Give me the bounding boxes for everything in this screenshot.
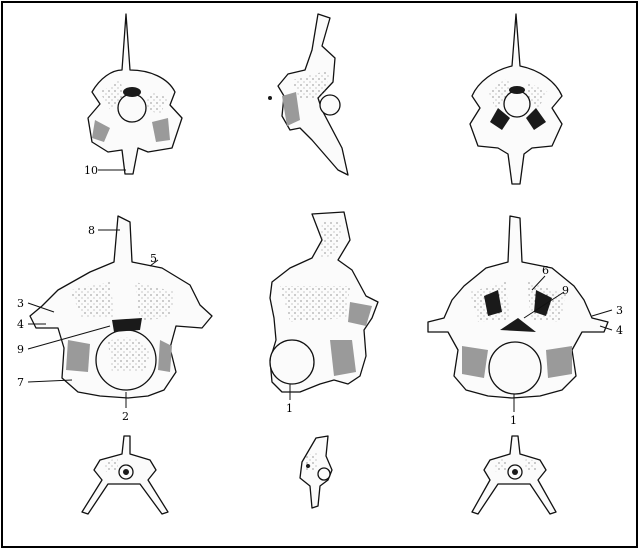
label-5: 5 xyxy=(150,252,157,265)
vertebra-bottom-middle xyxy=(300,436,332,508)
label-3-left: 3 xyxy=(17,297,24,310)
label-4-right: 4 xyxy=(616,324,623,337)
label-1-middle: 1 xyxy=(286,402,293,415)
vertebra-top-left xyxy=(88,14,182,174)
vertebra-top-middle xyxy=(268,14,348,175)
label-4-left: 4 xyxy=(17,318,24,331)
label-9-left: 9 xyxy=(17,343,24,356)
label-8: 8 xyxy=(88,224,95,237)
label-1-right: 1 xyxy=(510,414,517,427)
label-10: 10 xyxy=(84,164,98,177)
label-6: 6 xyxy=(542,264,549,277)
vertebra-bottom-left xyxy=(82,436,168,514)
label-2: 2 xyxy=(122,410,129,423)
label-7: 7 xyxy=(17,376,24,389)
vertebra-middle-right xyxy=(428,216,608,398)
vertebra-bottom-right xyxy=(472,436,556,514)
label-3-right: 3 xyxy=(616,304,623,317)
vertebra-top-right xyxy=(470,14,562,184)
vertebra-middle-left xyxy=(30,216,212,398)
vertebra-middle-center xyxy=(270,212,378,392)
label-9-right: 9 xyxy=(562,284,569,297)
